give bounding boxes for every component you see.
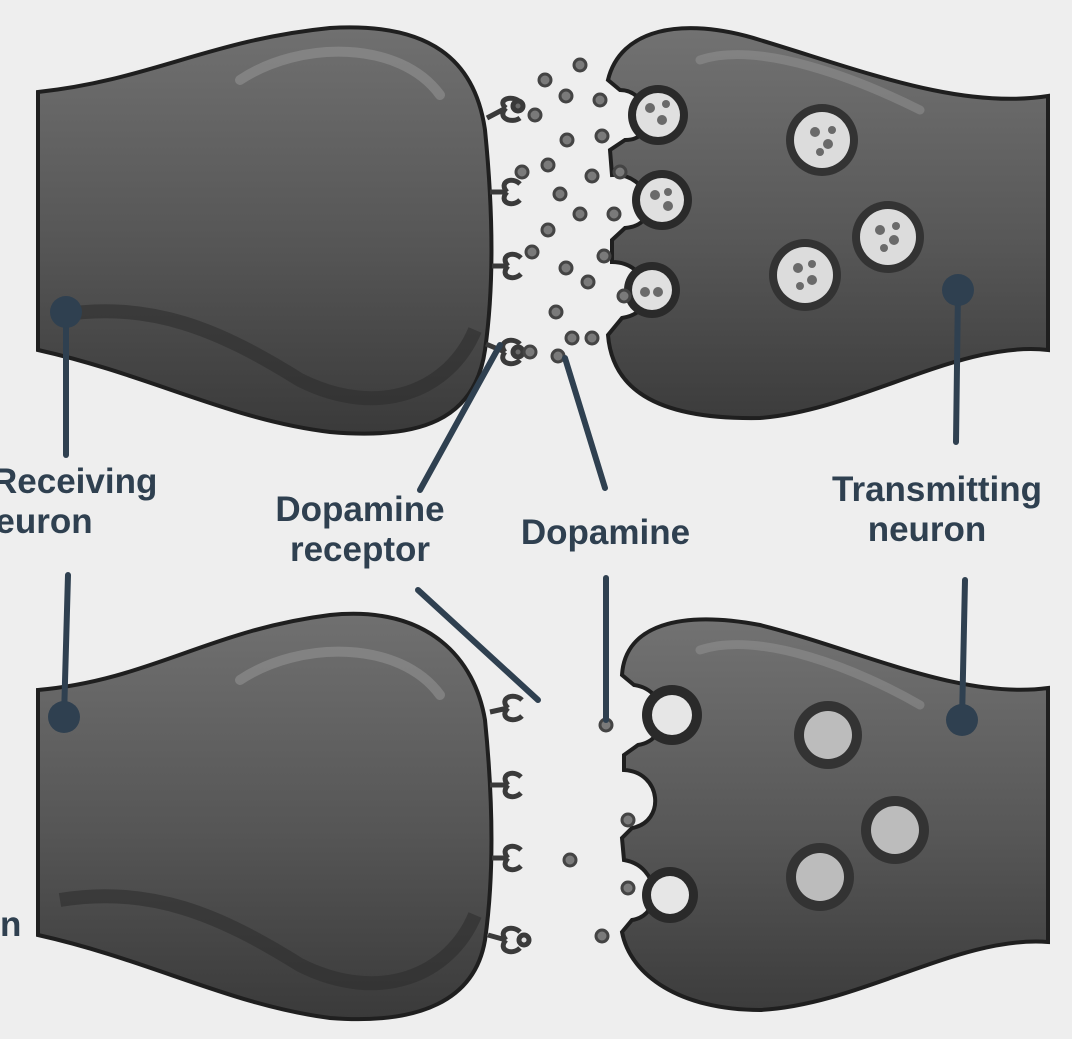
receiving-neuron-top	[38, 27, 491, 433]
transmitting-dot-bottom	[946, 704, 978, 736]
transmitting-neuron-label: Transmitting neuron	[832, 470, 1072, 550]
transmitting-pointer-bottom	[962, 580, 965, 720]
receiving-dot-top	[50, 296, 82, 328]
partial-edge-letter: n	[0, 905, 21, 945]
dopamine-molecules-top	[516, 59, 630, 362]
receptor-label-line1: Dopamine	[255, 490, 465, 530]
transmitting-label-line1: Transmitting	[832, 470, 1072, 510]
receiving-label-line1: Receiving	[0, 462, 157, 502]
dopamine-receptor-label: Dopamine receptor	[255, 490, 465, 570]
transmitting-label-line2: neuron	[752, 510, 1072, 550]
bottom-panel	[38, 614, 1048, 1019]
partial-letter-text: n	[0, 905, 21, 945]
top-panel	[38, 27, 1048, 433]
transmitting-neuron-bottom	[622, 619, 1048, 1010]
receiving-neuron-label: Receiving neuron	[0, 462, 157, 542]
transmitting-pointer-top	[956, 290, 958, 442]
dopamine-molecules-bottom	[564, 719, 634, 942]
receiving-dot-bottom	[48, 701, 80, 733]
dopamine-label-text: Dopamine	[503, 513, 708, 553]
receiving-pointer-bottom	[64, 575, 68, 717]
receptor-label-line2: receptor	[255, 530, 465, 570]
receiving-label-line2: neuron	[0, 502, 157, 542]
dopamine-label: Dopamine	[503, 513, 708, 553]
transmitting-dot-top	[942, 274, 974, 306]
dopamine-pointer-top	[565, 358, 605, 488]
dopamine-receptor-bottom	[488, 696, 529, 951]
